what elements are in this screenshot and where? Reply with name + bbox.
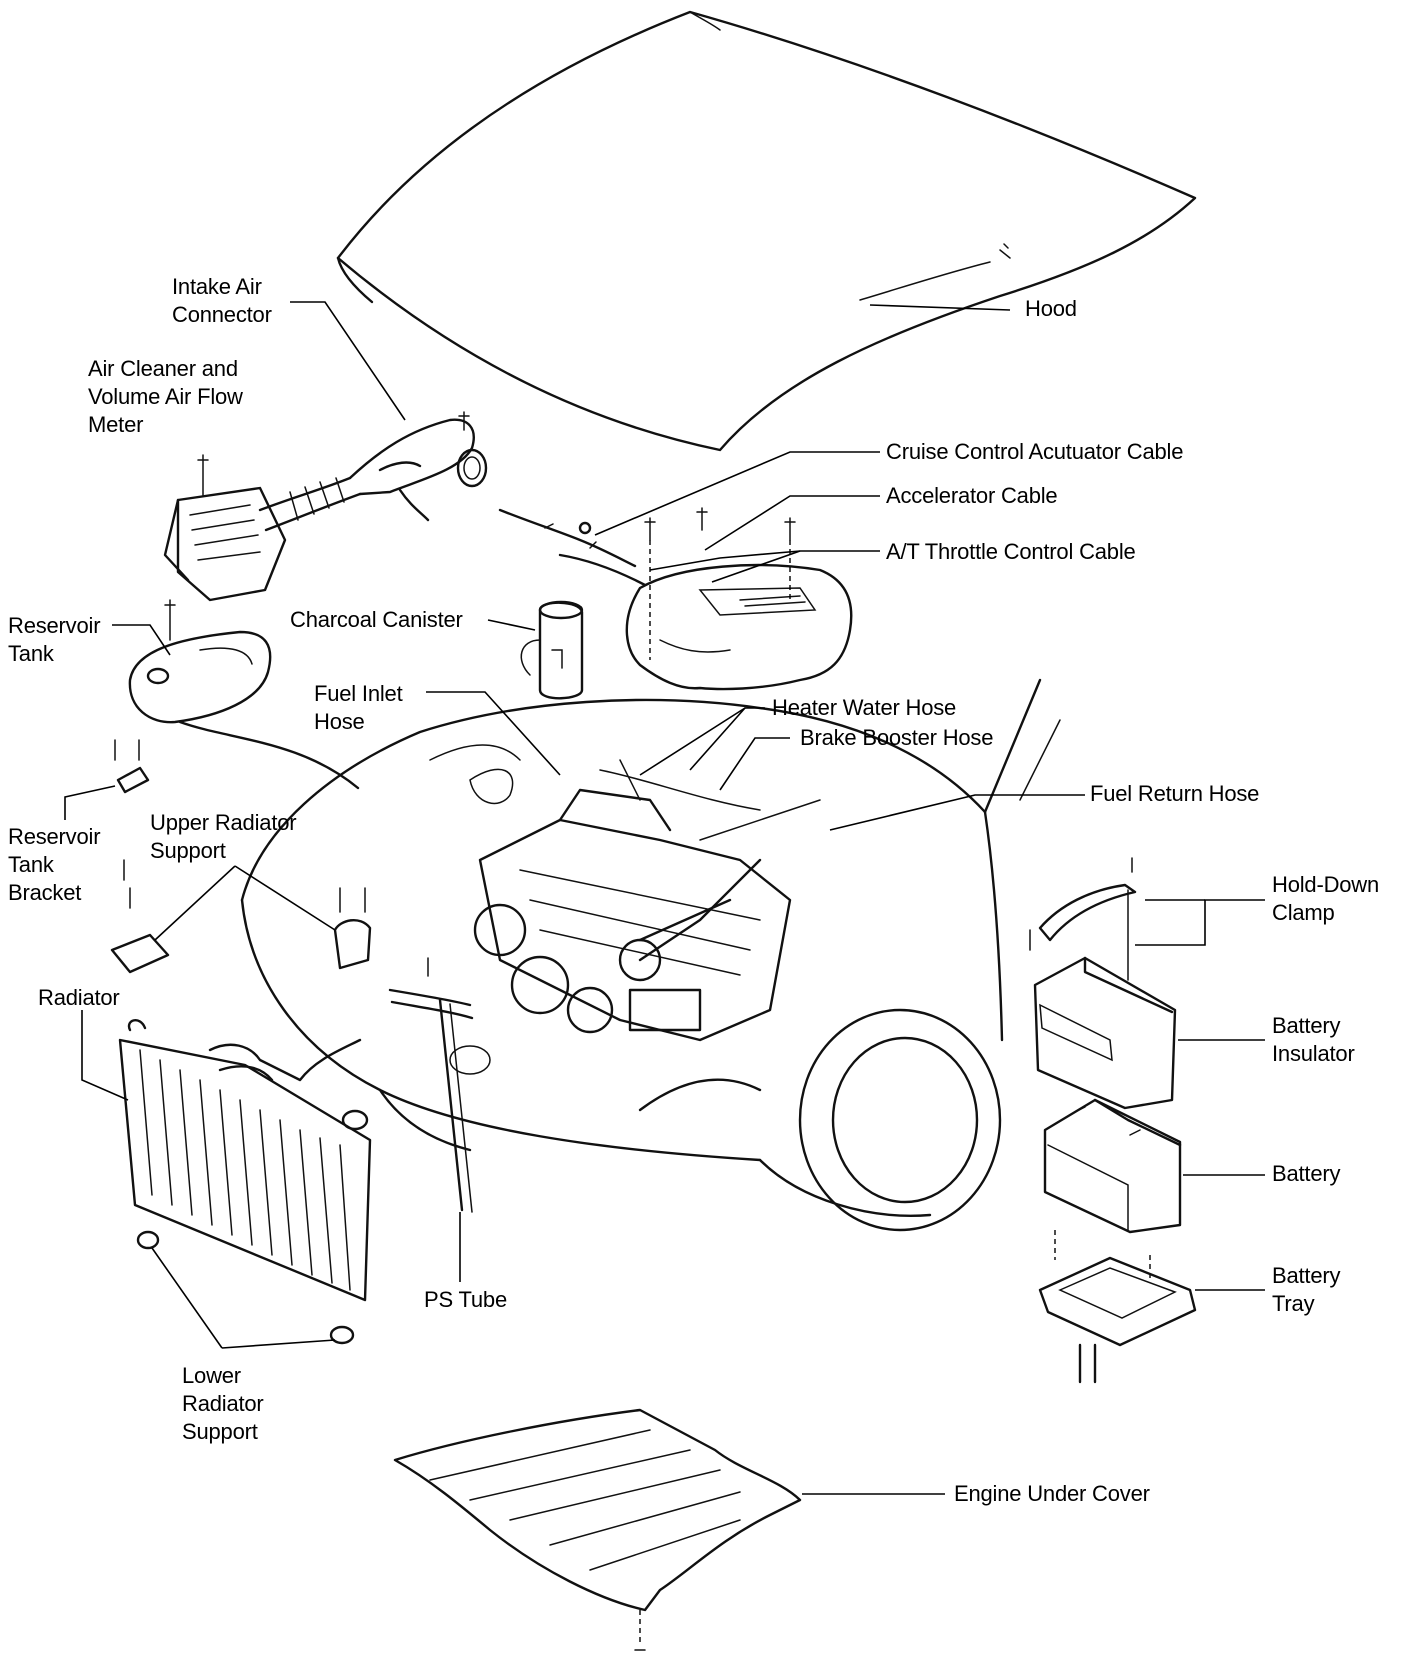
label-heater-water-hose: Heater Water Hose	[772, 695, 957, 720]
label-brake-booster-hose: Brake Booster Hose	[800, 725, 994, 750]
label-battery-tray: Battery Tray	[1272, 1263, 1341, 1316]
leader-lines	[64, 301, 1265, 1495]
cables	[498, 508, 647, 587]
label-cruise-cable: Cruise Control Acutuator Cable	[886, 439, 1184, 464]
upper-radiator-support-part	[110, 859, 429, 977]
battery-assembly	[1029, 857, 1197, 1384]
label-intake-air-connector: Intake Air Connector	[172, 274, 272, 327]
label-accelerator-cable: Accelerator Cable	[886, 483, 1058, 508]
label-at-throttle-cable: A/T Throttle Control Cable	[886, 539, 1136, 564]
vehicle-body	[240, 678, 1061, 1232]
label-battery: Battery	[1272, 1161, 1341, 1186]
label-reservoir-tank-bracket: Reservoir Tank Bracket	[8, 824, 101, 905]
intake-plenum-cover	[625, 507, 853, 691]
label-engine-under-cover: Engine Under Cover	[954, 1481, 1150, 1506]
label-hold-down-clamp: Hold-Down Clamp	[1272, 872, 1380, 925]
charcoal-canister-part	[520, 600, 584, 700]
label-air-cleaner: Air Cleaner and Volume Air Flow Meter	[88, 356, 243, 437]
label-radiator: Radiator	[38, 985, 120, 1010]
label-battery-insulator: Battery Insulator	[1272, 1013, 1355, 1066]
label-ps-tube: PS Tube	[424, 1287, 507, 1312]
label-charcoal-canister: Charcoal Canister	[290, 607, 463, 632]
air-intake-assembly	[163, 411, 488, 602]
label-hood: Hood	[1025, 296, 1077, 321]
label-reservoir-tank: Reservoir Tank	[8, 613, 101, 666]
label-lower-radiator-support: Lower Radiator Support	[182, 1363, 264, 1444]
engine-under-cover-part	[393, 1408, 802, 1651]
ps-tube-part	[388, 988, 474, 1213]
label-fuel-inlet-hose: Fuel Inlet Hose	[314, 681, 403, 734]
hood-part	[336, 10, 1197, 452]
reservoir-tank-part	[114, 599, 360, 794]
radiator-part	[118, 1019, 372, 1345]
label-upper-radiator-support: Upper Radiator Support	[150, 810, 297, 863]
label-fuel-return-hose: Fuel Return Hose	[1090, 781, 1260, 806]
engine-block	[473, 759, 821, 1042]
